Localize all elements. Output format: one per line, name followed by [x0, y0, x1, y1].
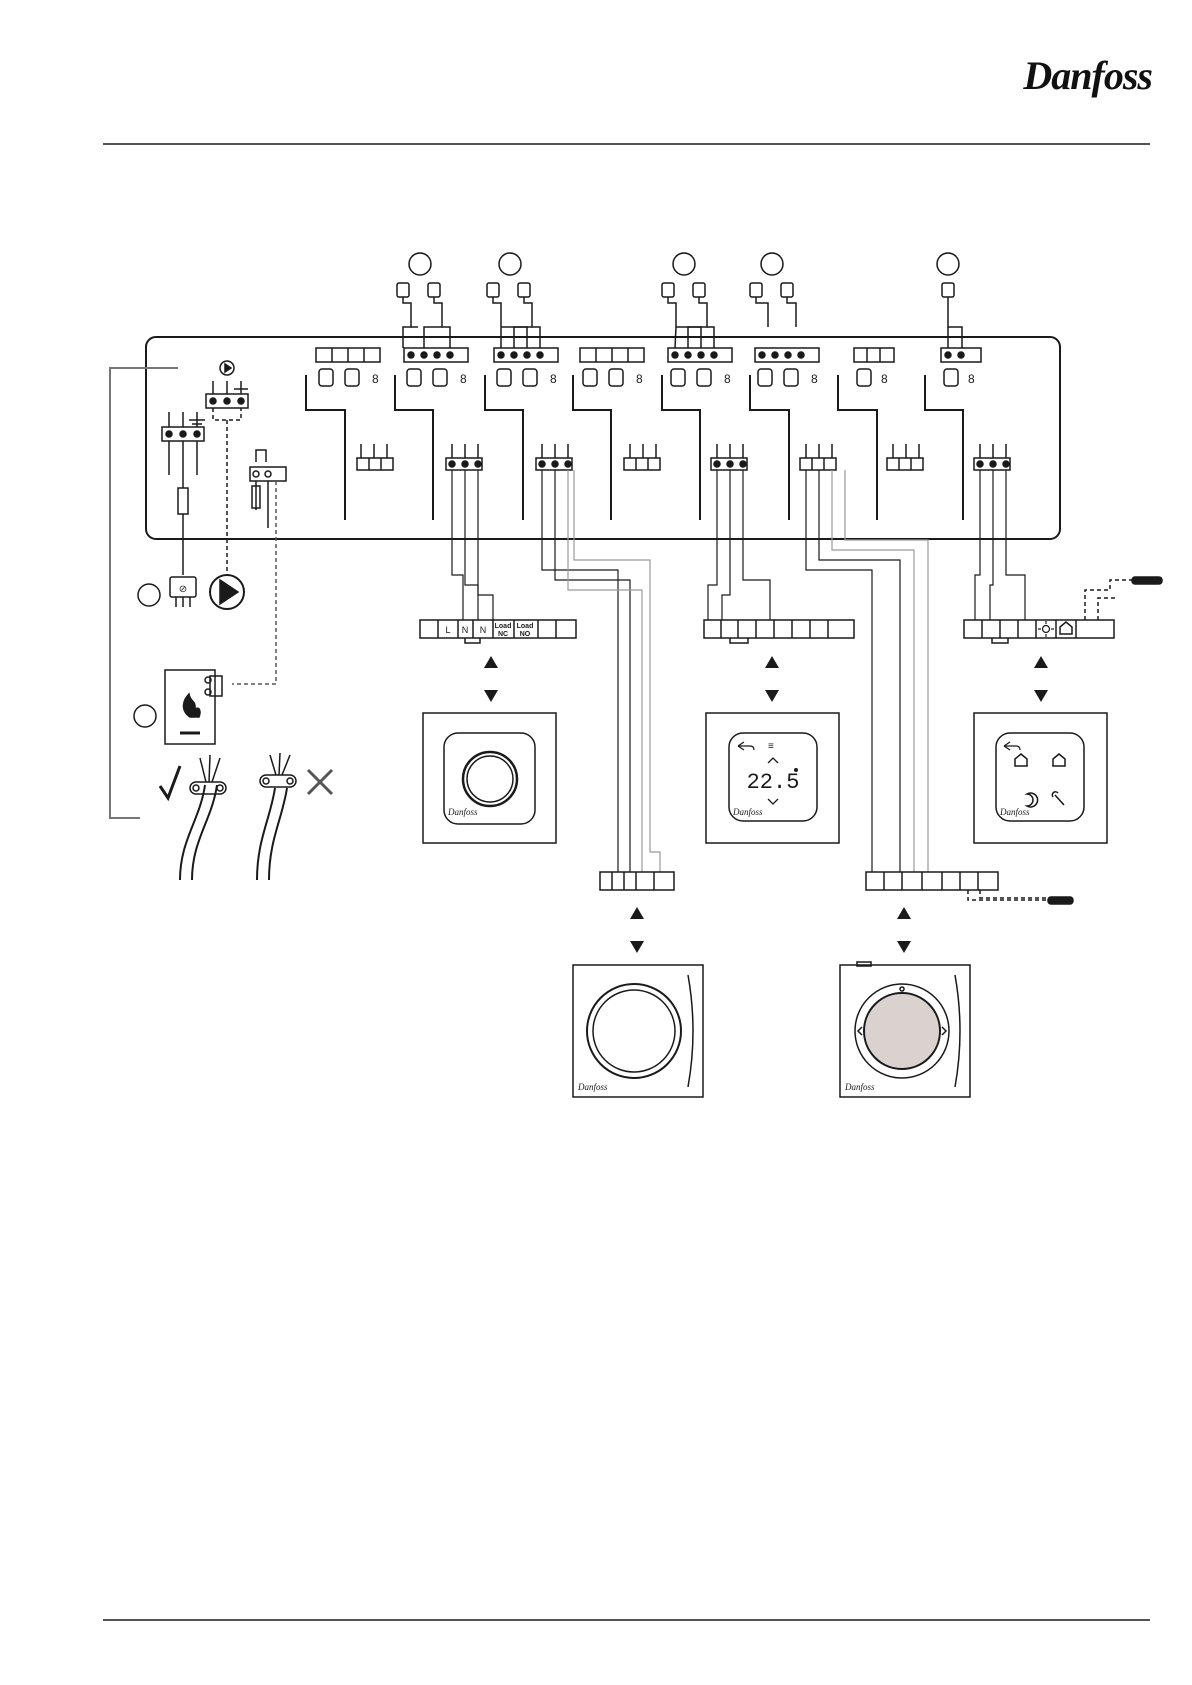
svg-text:Danfoss: Danfoss — [999, 807, 1030, 817]
check-icon — [160, 766, 180, 798]
svg-text:8: 8 — [636, 372, 643, 386]
home-icon — [1015, 754, 1027, 766]
arrow-up-icon — [484, 656, 498, 668]
programmable-round-thermostat: Danfoss — [840, 962, 970, 1097]
icon-thermostat: Danfoss — [974, 713, 1107, 843]
output-block-active: 8 — [404, 348, 468, 386]
temperature-display: 22.5 — [747, 770, 800, 795]
cross-icon — [308, 770, 332, 794]
arrow-up-icon — [897, 907, 911, 919]
actuator-icon — [750, 253, 796, 327]
power-terminal — [162, 412, 205, 475]
arrow-down-icon — [1034, 690, 1048, 702]
input-terminal — [624, 444, 660, 470]
wrench-icon — [1052, 792, 1064, 805]
terminal-label-n: N — [480, 625, 487, 635]
input-terminal — [887, 444, 923, 470]
output-block: 8 — [854, 348, 894, 386]
output-block: 8 — [316, 348, 380, 386]
cable-incorrect — [257, 753, 296, 880]
moon-icon — [1027, 793, 1038, 807]
terminal-label-load-no-bottom: NO — [520, 631, 531, 638]
svg-text:Danfoss: Danfoss — [732, 807, 763, 817]
actuator-icon — [662, 253, 714, 348]
actuator-icon — [397, 253, 450, 348]
callout-circle — [138, 584, 160, 606]
terminal-label-n: N — [462, 625, 469, 635]
round-thermostat: Danfoss — [573, 965, 703, 1097]
terminal-label-load-no-top: Load — [517, 623, 534, 630]
arrow-down-icon — [765, 690, 779, 702]
terminal-label-load-nc-top: Load — [495, 623, 512, 630]
pump-terminal — [206, 361, 248, 408]
terminal-strip — [600, 872, 674, 890]
pump-icon — [210, 575, 244, 609]
svg-text:Danfoss: Danfoss — [577, 1082, 608, 1092]
controller-box — [146, 337, 1060, 539]
svg-text:Danfoss: Danfoss — [844, 1082, 875, 1092]
sensor-icon — [1048, 897, 1073, 904]
fuse-icon — [178, 488, 188, 514]
arrow-down-icon — [484, 690, 498, 702]
sun-icon — [1038, 621, 1054, 637]
input-terminal — [800, 444, 836, 470]
input-terminal — [446, 444, 482, 470]
arrow-down-icon — [897, 941, 911, 953]
output-block-active: 8 — [668, 348, 732, 386]
svg-text:8: 8 — [968, 372, 975, 386]
callout-circle — [134, 705, 156, 727]
svg-text:⊘: ⊘ — [179, 584, 187, 595]
arrow-up-icon — [1034, 656, 1048, 668]
actuator-icon — [487, 253, 540, 348]
sensor-wire — [968, 580, 1148, 900]
svg-text:8: 8 — [811, 372, 818, 386]
svg-text:≡: ≡ — [768, 741, 774, 752]
flame-icon — [165, 670, 222, 744]
home-icon — [1053, 754, 1065, 766]
terminal-label-l: L — [445, 625, 450, 635]
input-terminal — [711, 444, 747, 470]
output-block-active: 8 — [755, 348, 819, 386]
input-terminal — [357, 444, 393, 470]
arrow-up-icon — [765, 656, 779, 668]
dial-thermostat: Danfoss — [423, 713, 556, 843]
terminal-label-load-nc-bottom: NC — [498, 631, 508, 638]
svg-text:8: 8 — [372, 372, 379, 386]
cable-correct — [180, 755, 226, 880]
terminal-strip — [964, 620, 1114, 643]
input-terminal — [536, 444, 572, 470]
svg-text:8: 8 — [460, 372, 467, 386]
svg-text:8: 8 — [550, 372, 557, 386]
output-block-active: 8 — [941, 348, 981, 386]
plug-icon: ⊘ — [170, 577, 196, 607]
output-block: 8 — [580, 348, 644, 386]
terminal-strip — [704, 620, 854, 643]
arrow-down-icon — [630, 941, 644, 953]
sensor-icon — [1132, 577, 1162, 584]
terminal-strip — [866, 872, 998, 890]
input-terminal — [974, 444, 1010, 470]
svg-text:8: 8 — [724, 372, 731, 386]
arrow-up-icon — [630, 907, 644, 919]
actuator-icon — [937, 253, 962, 348]
zone-separators — [306, 375, 963, 520]
home-icon — [1060, 622, 1072, 634]
relay-terminal — [250, 450, 286, 528]
svg-text:Danfoss: Danfoss — [447, 807, 478, 817]
svg-text:8: 8 — [881, 372, 888, 386]
degree-symbol — [794, 768, 798, 772]
output-block-active: 8 — [494, 348, 558, 386]
